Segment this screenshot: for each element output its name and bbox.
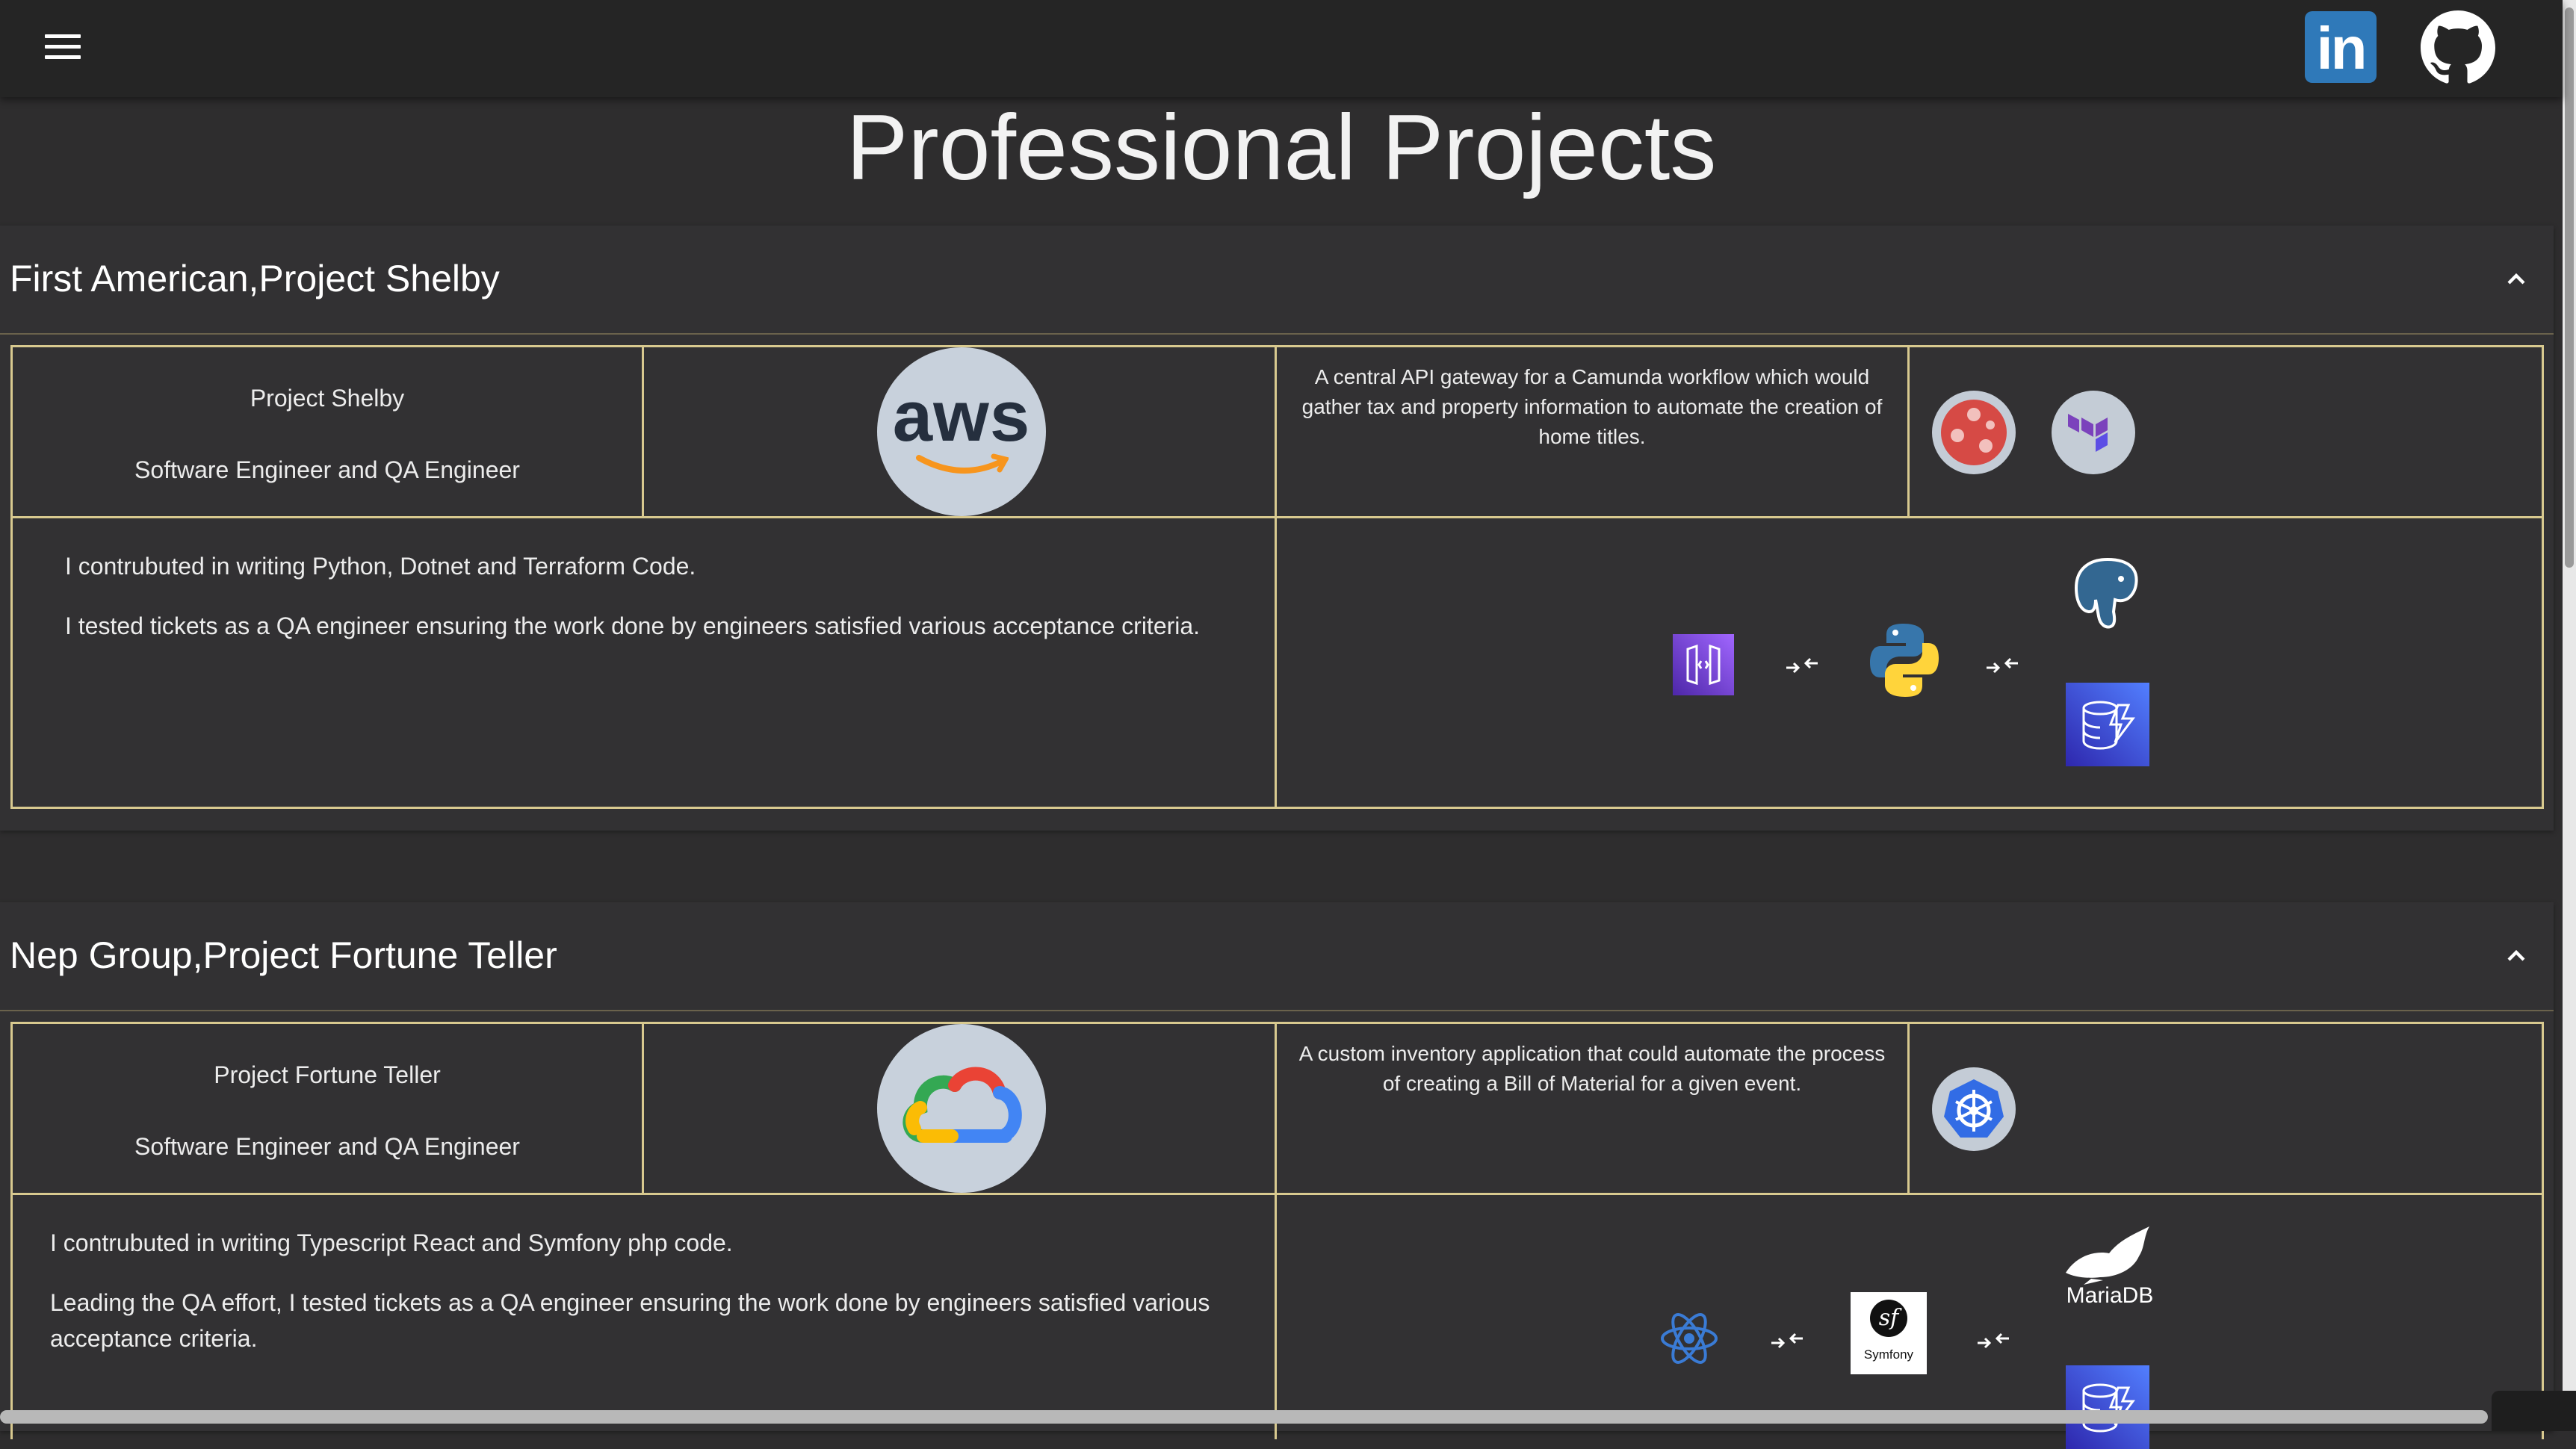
project-name: Project Shelby xyxy=(250,385,405,412)
project-accordion-header[interactable]: First American,Project Shelby xyxy=(0,226,2554,335)
symfony-icon: sf Symfony xyxy=(1851,1292,1927,1374)
project-description: A custom inventory application that coul… xyxy=(1298,1042,1886,1095)
work-summary: I contrubuted in writing Typescript Reac… xyxy=(50,1225,1245,1380)
terraform-icon xyxy=(2052,391,2135,474)
aws-dynamodb-icon xyxy=(2066,683,2149,766)
project-section-fortune-teller: Nep Group,Project Fortune Teller Project… xyxy=(0,902,2554,1449)
camunda-icon xyxy=(1932,391,2016,474)
transfer-arrows-icon xyxy=(1978,1332,2009,1349)
project-description-cell: A custom inventory application that coul… xyxy=(1275,1022,1910,1195)
top-app-bar: in xyxy=(0,0,2563,97)
react-icon xyxy=(1661,1313,1718,1364)
python-icon xyxy=(1870,624,1939,697)
project-info-cell: Project Shelby Software Engineer and QA … xyxy=(10,345,644,518)
linkedin-icon[interactable]: in xyxy=(2305,11,2377,83)
github-icon[interactable] xyxy=(2421,10,2495,85)
project-accordion-header[interactable]: Nep Group,Project Fortune Teller xyxy=(0,902,2554,1011)
transfer-arrows-icon xyxy=(1786,657,1818,674)
transfer-arrows-icon xyxy=(1987,657,2018,674)
mariadb-icon: MariaDB xyxy=(2054,1225,2166,1309)
vertical-scrollbar[interactable] xyxy=(2563,0,2576,1431)
chevron-up-icon[interactable] xyxy=(2501,941,2531,971)
project-description-cell: A central API gateway for a Camunda work… xyxy=(1275,345,1910,518)
work-item: I contrubuted in writing Python, Dotnet … xyxy=(65,553,696,580)
work-summary-cell: I contrubuted in writing Typescript Reac… xyxy=(10,1193,1277,1439)
chevron-up-icon[interactable] xyxy=(2501,264,2531,294)
work-summary-cell: I contrubuted in writing Python, Dotnet … xyxy=(10,516,1277,809)
project-description: A central API gateway for a Camunda work… xyxy=(1301,365,1883,448)
project-header-title: Nep Group,Project Fortune Teller xyxy=(10,934,557,976)
project-role: Software Engineer and QA Engineer xyxy=(134,1133,520,1160)
work-item: Leading the QA effort, I tested tickets … xyxy=(50,1289,1210,1352)
architecture-flow-cell: sf Symfony MariaDB xyxy=(1275,1193,2544,1449)
kubernetes-icon xyxy=(1932,1067,2016,1151)
architecture-flow-cell xyxy=(1275,516,2544,809)
project-header-title: First American,Project Shelby xyxy=(10,258,500,300)
symfony-label: Symfony xyxy=(1863,1347,1914,1362)
provider-logo-cell: aws xyxy=(642,345,1277,518)
tech-stack-cell xyxy=(1907,345,2544,518)
aws-api-gateway-icon xyxy=(1673,634,1734,695)
tech-stack-cell xyxy=(1907,1022,2544,1195)
project-name: Project Fortune Teller xyxy=(214,1061,441,1088)
horizontal-scrollbar[interactable] xyxy=(0,1410,2488,1424)
project-info-cell: Project Fortune Teller Software Engineer… xyxy=(10,1022,644,1195)
vertical-scrollbar-thumb[interactable] xyxy=(2565,7,2574,568)
project-role: Software Engineer and QA Engineer xyxy=(134,456,520,483)
aws-dynamodb-icon xyxy=(2066,1365,2149,1449)
hamburger-menu-icon[interactable] xyxy=(45,34,81,61)
project-section-shelby: First American,Project Shelby Project Sh… xyxy=(0,226,2554,831)
aws-logo-text: aws xyxy=(892,376,1031,456)
work-summary: I contrubuted in writing Python, Dotnet … xyxy=(65,548,1245,668)
provider-logo-cell xyxy=(642,1022,1277,1195)
google-cloud-logo xyxy=(877,1024,1046,1193)
postgresql-icon xyxy=(2074,557,2138,629)
mariadb-label: MariaDB xyxy=(2066,1283,2154,1308)
page-title: Professional Projects xyxy=(846,96,1717,199)
symfony-sf-mark: sf xyxy=(1870,1300,1907,1337)
aws-logo: aws xyxy=(877,347,1046,516)
scrollbar-corner xyxy=(2492,1391,2576,1431)
transfer-arrows-icon xyxy=(1771,1332,1803,1349)
work-item: I contrubuted in writing Typescript Reac… xyxy=(50,1229,733,1256)
work-item: I tested tickets as a QA engineer ensuri… xyxy=(65,612,1201,639)
